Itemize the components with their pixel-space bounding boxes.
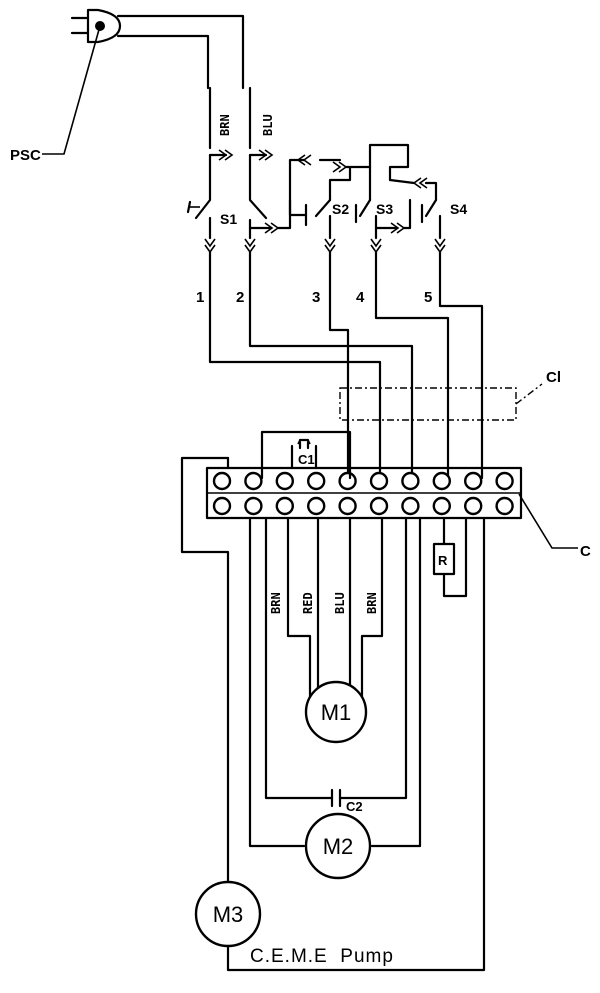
cable-clamp-label: Cl bbox=[546, 369, 561, 386]
terminal-screw bbox=[401, 496, 420, 516]
wire-number-1: 1 bbox=[196, 289, 204, 306]
terminal-screw bbox=[495, 496, 514, 516]
wire-color-m1-red: RED bbox=[301, 592, 315, 614]
plug-leader-line bbox=[42, 25, 101, 155]
switch-s2-label: S2 bbox=[332, 201, 349, 217]
terminal-screw bbox=[432, 496, 451, 516]
wire-5 bbox=[438, 250, 484, 480]
motor-m2-label: M2 bbox=[323, 834, 354, 859]
motor-m1 bbox=[304, 680, 368, 744]
terminal-screw bbox=[338, 496, 357, 516]
terminal-block-label: C bbox=[580, 543, 591, 560]
resistor-r bbox=[432, 516, 468, 598]
motor-m3 bbox=[194, 880, 262, 948]
terminal-screw bbox=[307, 471, 326, 491]
wire-block-to-m3-a bbox=[180, 456, 230, 892]
wire-block-to-m2-b bbox=[370, 516, 422, 848]
terminal-screw bbox=[432, 471, 451, 491]
wire-block-to-m2-a bbox=[248, 516, 306, 848]
motor-m1-label: M1 bbox=[321, 700, 352, 725]
switch-s1-label: S1 bbox=[220, 211, 237, 227]
diagram-title: C.E.M.E Pump bbox=[250, 946, 394, 967]
wire-4 bbox=[374, 250, 450, 480]
switch-s2 bbox=[288, 166, 352, 240]
wire-color-m1-blu: BLU bbox=[333, 592, 347, 614]
wire-3 bbox=[328, 250, 350, 480]
wire-2 bbox=[248, 250, 414, 480]
terminal-screw bbox=[401, 471, 420, 491]
wire-number-2: 2 bbox=[236, 289, 244, 306]
terminal-screw bbox=[495, 471, 514, 491]
switch-s4-label: S4 bbox=[450, 201, 467, 217]
capacitor-c1 bbox=[260, 430, 352, 480]
wire-number-4: 4 bbox=[356, 289, 365, 306]
wire-color-m1-brn: BRN bbox=[269, 592, 283, 614]
terminal-screw bbox=[464, 496, 483, 516]
terminal-screw bbox=[275, 471, 294, 491]
wire-number-5: 5 bbox=[424, 289, 432, 306]
switch-s1 bbox=[186, 158, 292, 240]
terminal-screw bbox=[369, 496, 389, 516]
plug-label: PSC bbox=[10, 147, 41, 164]
cable-clamp-box bbox=[339, 387, 517, 421]
wire-m1-brn bbox=[286, 516, 312, 714]
power-plug bbox=[70, 8, 122, 44]
terminal-screw bbox=[464, 471, 483, 491]
wire-block-to-m3-b bbox=[226, 516, 486, 972]
motor-m2 bbox=[304, 812, 372, 880]
terminal-screw bbox=[338, 471, 357, 491]
switch-s3-label: S3 bbox=[376, 201, 393, 217]
wire-color-m1-brn2: BRN bbox=[365, 592, 379, 614]
terminal-screw bbox=[212, 496, 232, 516]
wire-color-brn-top: BRN bbox=[218, 114, 232, 136]
switch-s3 bbox=[354, 198, 412, 240]
wire-number-3: 3 bbox=[312, 289, 320, 306]
switch-s4 bbox=[420, 198, 442, 240]
mains-cord bbox=[116, 14, 245, 90]
terminal-screw bbox=[369, 471, 389, 491]
resistor-label: R bbox=[438, 553, 448, 568]
terminal-screw bbox=[212, 471, 232, 491]
wire-m1-brn2 bbox=[360, 516, 384, 712]
terminal-screw bbox=[244, 471, 263, 491]
wire-color-blu-top: BLU bbox=[261, 114, 275, 136]
terminal-block bbox=[205, 466, 523, 520]
wire-1 bbox=[208, 250, 382, 480]
terminal-screw bbox=[275, 496, 294, 516]
motor-m3-label: M3 bbox=[213, 902, 244, 927]
terminal-screw bbox=[244, 496, 263, 516]
terminal-screw bbox=[307, 496, 326, 516]
capacitor-c2-label: C2 bbox=[346, 799, 363, 814]
wire-c2-loop bbox=[264, 516, 408, 800]
capacitor-c1-label: C1 bbox=[298, 452, 315, 467]
